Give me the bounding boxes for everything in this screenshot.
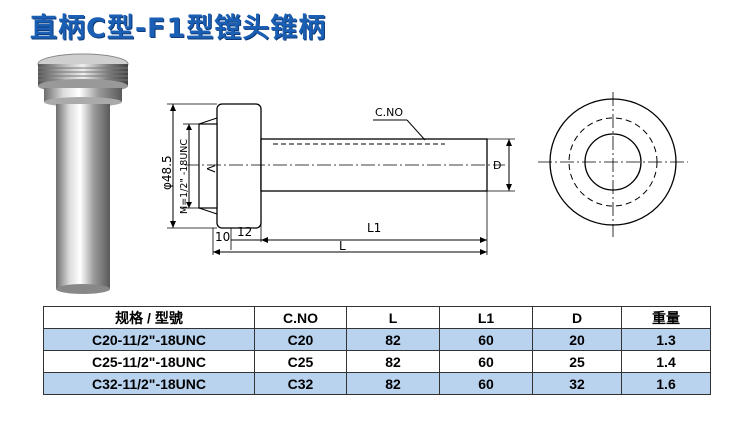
header-l: L (346, 306, 440, 329)
table-row: C32-11/2"-18UNC C32 82 60 32 1.6 (43, 372, 711, 395)
dim-12: 12 (237, 225, 252, 239)
cell-l: 82 (346, 372, 440, 395)
cell-l1: 60 (439, 328, 533, 351)
cno-label: C.NO (375, 106, 403, 119)
header-l1: L1 (439, 306, 533, 329)
cell-model: C20-11/2"-18UNC (43, 328, 255, 351)
diameter-label: φ48.5 (160, 155, 174, 190)
product-photo (37, 53, 129, 294)
cell-d: 32 (532, 372, 622, 395)
header-d: D (532, 306, 622, 329)
cell-weight: 1.4 (621, 350, 711, 373)
header-cno: C.NO (254, 306, 347, 329)
cell-l1: 60 (439, 350, 533, 373)
table-header-row: 规格 / 型號 C.NO L L1 D 重量 (43, 306, 711, 329)
cell-l: 82 (346, 350, 440, 373)
dim-10: 10 (215, 230, 230, 244)
cell-cno: C20 (254, 328, 347, 351)
cell-model: C32-11/2"-18UNC (43, 372, 255, 395)
flange-outline (216, 103, 262, 229)
page-title: 直柄C型-F1型镗头锥柄 (30, 13, 327, 44)
spec-table: 规格 / 型號 C.NO L L1 D 重量 C20-11/2"-18UNC C… (43, 306, 711, 395)
cell-model: C25-11/2"-18UNC (43, 350, 255, 373)
cell-cno: C32 (254, 372, 347, 395)
cell-weight: 1.3 (621, 328, 711, 351)
thread-label: M=1/2" -18UNC (179, 139, 190, 214)
table-row: C25-11/2"-18UNC C25 82 60 25 1.4 (43, 350, 711, 373)
l-label: L (339, 239, 346, 253)
cell-weight: 1.6 (621, 372, 711, 395)
cell-l: 82 (346, 328, 440, 351)
header-weight: 重量 (621, 306, 711, 329)
cell-d: 20 (532, 328, 622, 351)
header-model: 规格 / 型號 (43, 306, 255, 329)
cell-d: 25 (532, 350, 622, 373)
cell-l1: 60 (439, 372, 533, 395)
table-row: C20-11/2"-18UNC C20 82 60 20 1.3 (43, 328, 711, 351)
cell-cno: C25 (254, 350, 347, 373)
end-view-drawing (538, 92, 688, 237)
l1-label: L1 (367, 221, 381, 235)
side-view-drawing: V C.NO D φ48.5 M=1/2" -18UNC 10 12 L1 L (160, 103, 515, 255)
svg-text:V: V (204, 165, 217, 173)
d-label: D (493, 159, 501, 172)
